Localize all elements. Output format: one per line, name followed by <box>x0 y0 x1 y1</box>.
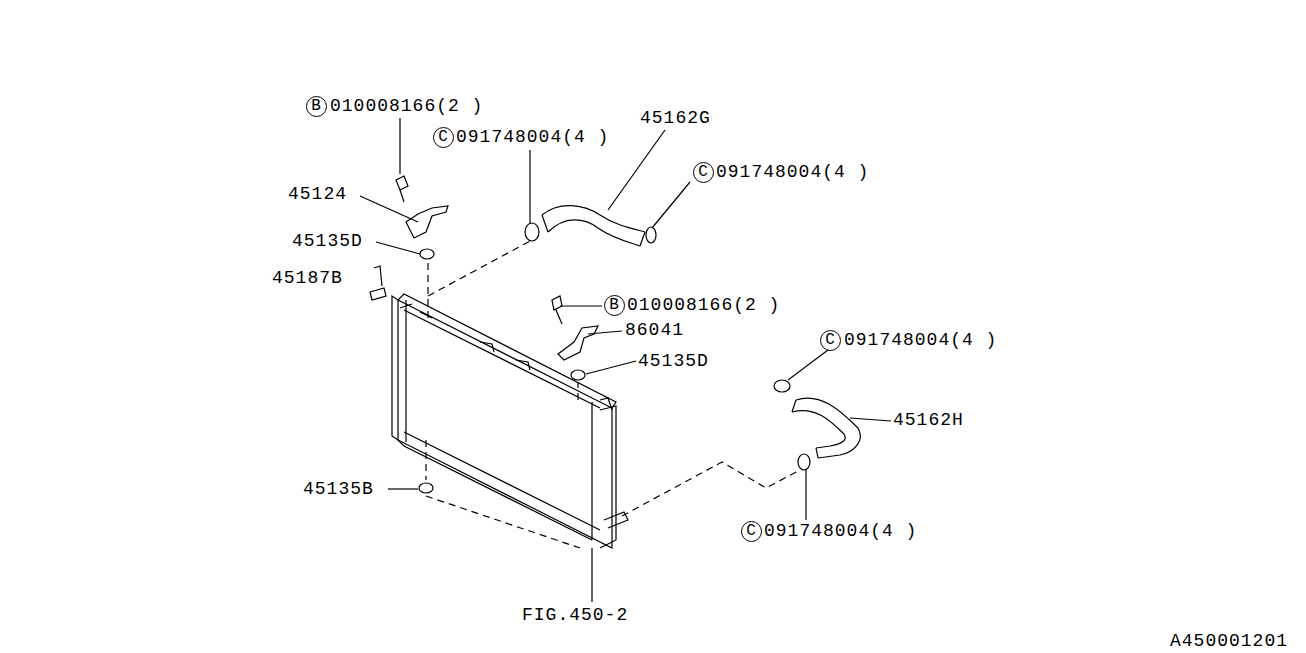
callout-number: 45162G <box>640 108 711 128</box>
circled-letter: B <box>306 96 327 117</box>
callout-number: 45124 <box>288 184 347 204</box>
circle-letter: B <box>609 297 619 313</box>
circle-letter: C <box>438 129 448 145</box>
callout-number: 091748004(4 ) <box>764 521 917 541</box>
callout-number: 45187B <box>272 268 343 288</box>
circled-letter: C <box>693 162 714 183</box>
circle-letter: B <box>311 98 321 114</box>
callout-number: 091748004(4 ) <box>456 127 609 147</box>
callout-number: 010008166(2 ) <box>330 96 483 116</box>
callout-number: 091748004(4 ) <box>716 162 869 182</box>
circle-letter: C <box>698 164 708 180</box>
circle-letter: C <box>746 523 756 539</box>
callout-number: 86041 <box>625 320 684 340</box>
callout-number: 45162H <box>893 410 964 430</box>
callout-number: FIG.450-2 <box>522 605 628 625</box>
callout-number: 45135D <box>292 231 363 251</box>
callout-number: 010008166(2 ) <box>627 295 780 315</box>
circle-letter: C <box>825 332 835 348</box>
circled-letter: B <box>604 295 625 316</box>
callout-number: 091748004(4 ) <box>844 330 997 350</box>
callout-number: A450001201 <box>1170 631 1288 651</box>
circled-letter: C <box>741 521 762 542</box>
circled-letter: C <box>820 330 841 351</box>
callout-number: 45135D <box>638 351 709 371</box>
circled-letter: C <box>433 127 454 148</box>
callout-number: 45135B <box>303 479 374 499</box>
